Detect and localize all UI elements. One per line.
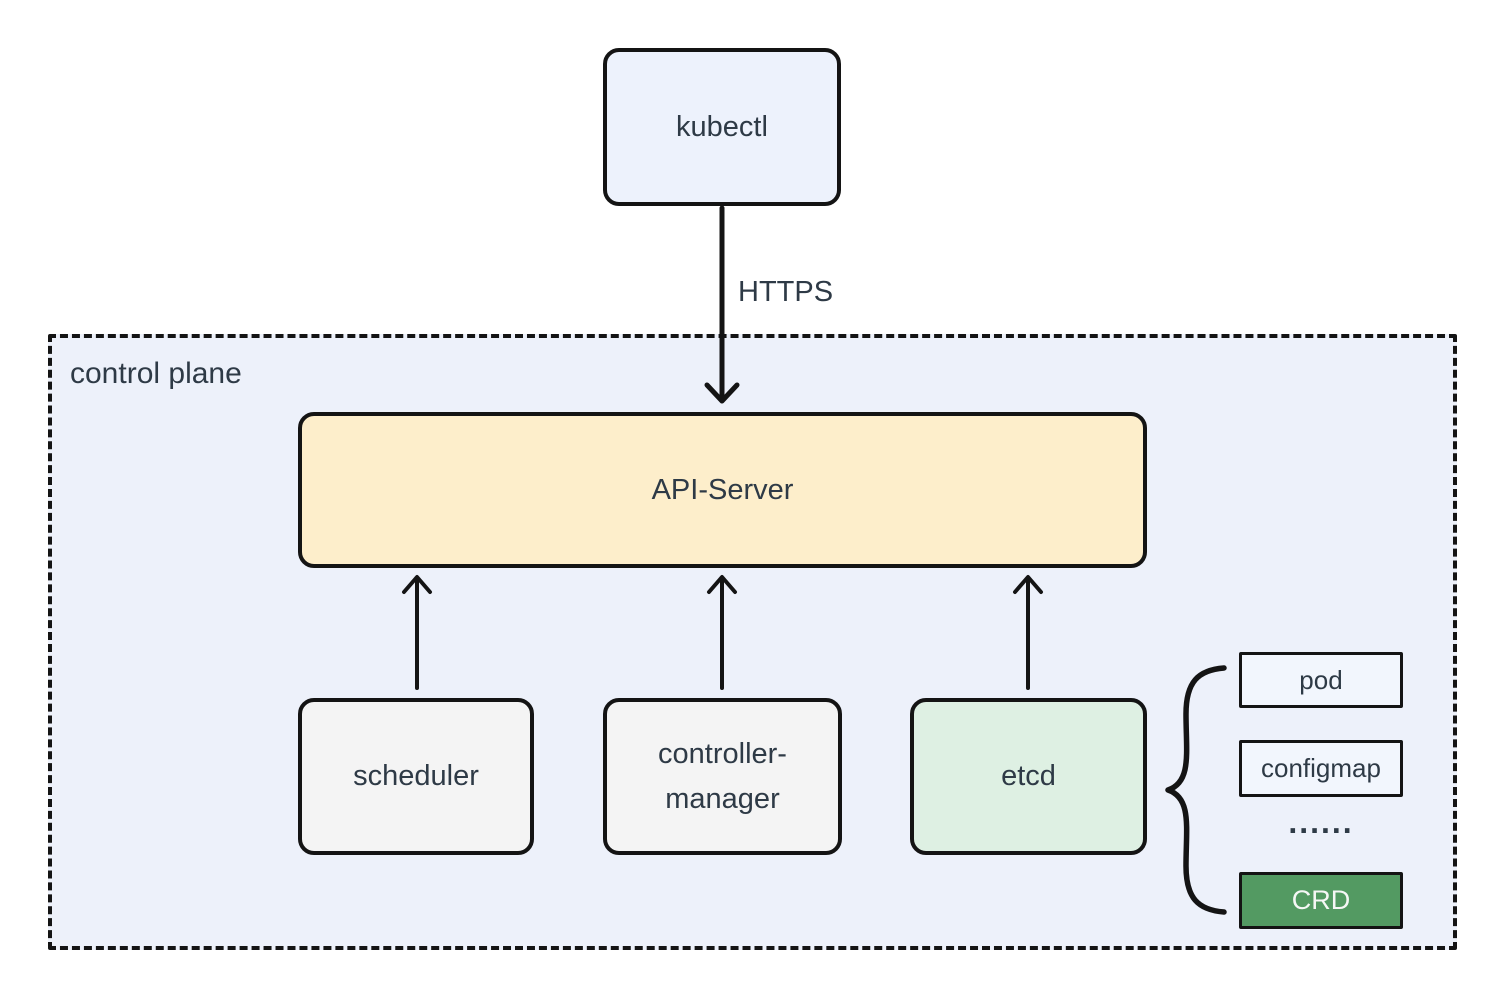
ellipsis-label: ...... (1288, 803, 1354, 840)
api-server-label: API-Server (651, 473, 794, 506)
pod-box: pod (1239, 652, 1403, 708)
pod-label: pod (1299, 664, 1343, 695)
kubectl-node: kubectl (603, 48, 841, 206)
etcd-node: etcd (910, 698, 1147, 855)
crd-box: CRD (1239, 872, 1403, 929)
controller-manager-node: controller- manager (603, 698, 842, 855)
etcd-label: etcd (1001, 760, 1056, 793)
crd-label: CRD (1291, 885, 1351, 915)
controller-manager-line1: controller- (658, 737, 787, 770)
scheduler-label: scheduler (353, 760, 479, 793)
kubectl-label: kubectl (676, 110, 768, 143)
https-label: HTTPS (738, 276, 834, 308)
api-server-node: API-Server (298, 412, 1147, 568)
configmap-box: configmap (1239, 740, 1403, 797)
scheduler-node: scheduler (298, 698, 534, 855)
configmap-label: configmap (1261, 753, 1381, 783)
control-plane-label: control plane (70, 357, 242, 390)
controller-manager-line2: manager (665, 782, 780, 815)
controller-manager-label: controller- manager (658, 732, 787, 822)
